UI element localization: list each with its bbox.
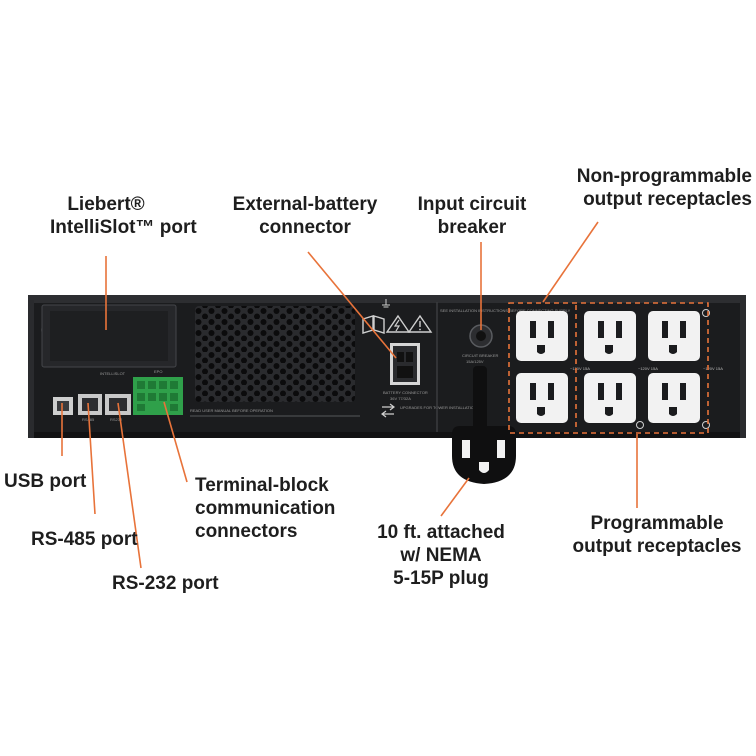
breaker-rating-print: 15A/125V: [466, 359, 484, 364]
circuit-breaker-print: CIRCUIT BREAKER: [462, 353, 498, 358]
swap-arrows-icon: [381, 403, 395, 418]
callout-rs232-line1: RS-232 port: [112, 573, 219, 594]
callout-intellislot: Liebert® IntelliSlot™ port: [50, 193, 197, 239]
intellislot-port: INTELLISLOT: [41, 304, 177, 376]
callout-intellislot-line2: IntelliSlot™ port: [50, 217, 197, 238]
leader-ext-battery: [307, 251, 397, 359]
callout-programmable: Programmable output receptacles: [560, 512, 754, 558]
leader-terminal-block: [163, 401, 188, 483]
caution-warning-icon: [407, 314, 433, 333]
callout-ext-battery-line2: connector: [259, 217, 351, 238]
rating-left-print: ~120V 15A: [570, 366, 590, 371]
callout-programmable-line2: output receptacles: [572, 536, 742, 557]
callout-plug: 10 ft. attached w/ NEMA 5-15P plug: [360, 521, 522, 590]
callout-terminal-block: Terminal-block communication connectors: [195, 474, 355, 543]
cooling-vent: [195, 306, 355, 402]
callout-programmable-line1: Programmable: [590, 513, 724, 534]
callout-rs232: RS-232 port: [112, 572, 242, 595]
ground-symbol-icon: [382, 299, 390, 308]
leader-non-programmable: [542, 221, 599, 303]
leader-plug: [440, 477, 470, 517]
callout-terminal-block-line1: Terminal-block: [195, 475, 329, 496]
leader-rs485: [87, 402, 96, 515]
battery-spec-print: 36V 77/32A: [390, 396, 411, 401]
outlet-bank: ~120V 15A ~120V 15A ~120V 15A: [516, 309, 723, 429]
external-battery-connector: BATTERY CONNECTOR 36V 77/32A: [383, 343, 428, 401]
callout-ext-battery: External-battery connector: [217, 193, 393, 239]
epo-print: EPO: [154, 369, 162, 374]
rs232-print: RS232: [110, 417, 123, 422]
callout-rs485: RS-485 port: [31, 528, 161, 551]
terminal-block-connectors: EPO: [133, 369, 183, 415]
intellislot-print: INTELLISLOT: [100, 371, 126, 376]
battery-connector-print: BATTERY CONNECTOR: [383, 390, 428, 395]
callout-non-programmable-line1: Non-programmable: [576, 166, 752, 187]
input-circuit-breaker: SEE INSTALLATION INSTRUCTIONS BEFORE CON…: [440, 308, 571, 364]
callout-rs485-line1: RS-485 port: [31, 529, 138, 550]
leader-rs232: [117, 402, 142, 569]
callout-input-breaker: Input circuit breaker: [405, 193, 539, 239]
callout-ext-battery-line1: External-battery: [232, 194, 378, 215]
callout-plug-line3: 5-15P plug: [393, 568, 489, 589]
rating-mid-print: ~120V 15A: [638, 366, 658, 371]
upgrade-note-print: UPGRADES FOR TOWER INSTALLATION: [400, 405, 477, 410]
programmable-receptacles: [584, 311, 700, 423]
callout-plug-line1: 10 ft. attached: [377, 522, 505, 543]
electric-shock-warning-icon: [385, 314, 411, 333]
callout-usb: USB port: [4, 470, 104, 493]
callout-usb-line1: USB port: [4, 471, 87, 492]
rating-right-print: ~120V 15A: [703, 366, 723, 371]
install-note-print: SEE INSTALLATION INSTRUCTIONS BEFORE CON…: [440, 308, 571, 313]
receptacle-group-outline: [508, 302, 709, 434]
callout-plug-line2: w/ NEMA: [400, 545, 482, 566]
nema-5-15p-plug: [452, 366, 516, 484]
callout-terminal-block-line3: connectors: [195, 521, 298, 542]
usb-port: [53, 397, 73, 415]
callout-non-programmable-line2: output receptacles: [583, 189, 752, 210]
callout-input-breaker-line1: Input circuit: [417, 194, 527, 215]
callout-non-programmable: Non-programmable output receptacles: [555, 165, 752, 211]
non-programmable-receptacles: [516, 311, 568, 423]
leader-lines: [61, 221, 638, 569]
read-manual-print: READ USER MANUAL BEFORE OPERATION: [190, 408, 273, 413]
callout-input-breaker-line2: breaker: [437, 217, 507, 238]
callout-terminal-block-line2: communication: [195, 498, 336, 519]
callout-intellislot-line1: Liebert®: [67, 194, 145, 215]
